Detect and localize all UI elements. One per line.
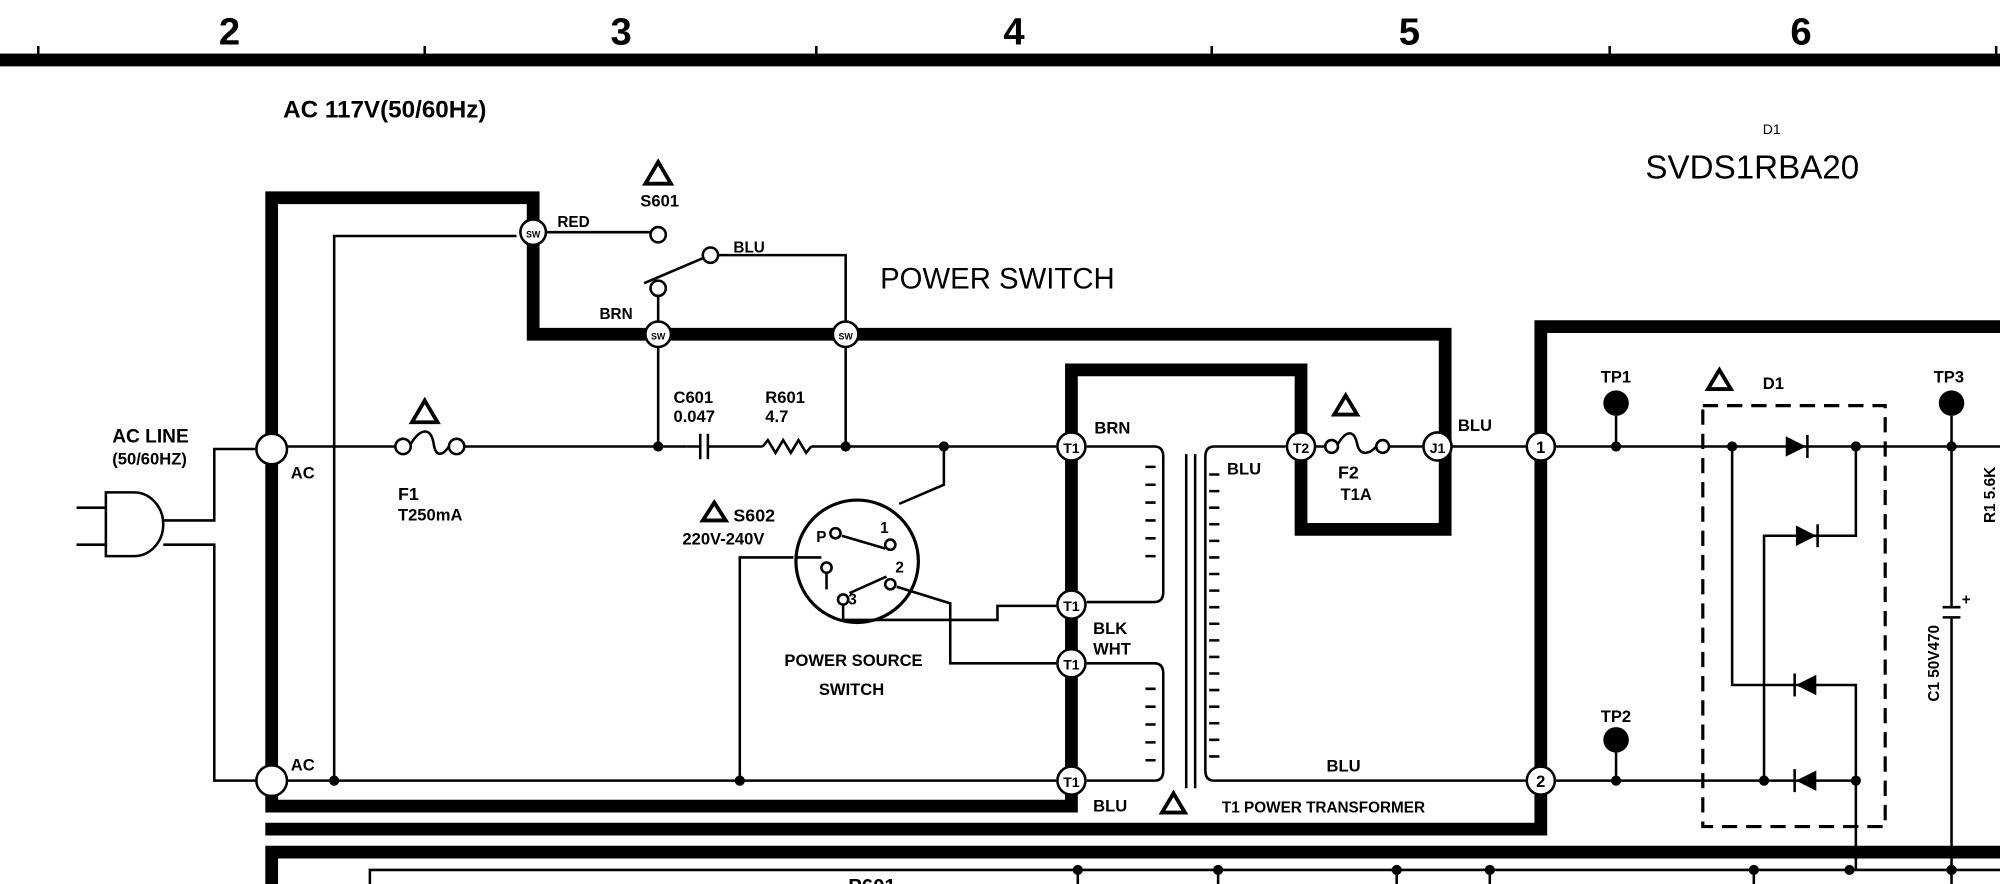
sw-node-label: SW <box>526 229 541 239</box>
s602-title-1: POWER SOURCE <box>784 651 922 670</box>
f1-value: T250mA <box>398 505 463 524</box>
ac-line-freq: (50/60HZ) <box>112 449 187 468</box>
transformer-terminals: T1 T1 T1 T1 <box>1056 431 1087 796</box>
column-3: 3 <box>611 11 632 54</box>
s601-brn-label: BRN <box>599 306 632 323</box>
d1-ref-label: D1 <box>1763 121 1781 137</box>
brn-label: BRN <box>1094 419 1130 438</box>
r601-ref: R601 <box>765 388 805 407</box>
svg-text:T1: T1 <box>1063 657 1080 673</box>
s602-range: 220V-240V <box>682 530 764 549</box>
f2-ref: F2 <box>1338 462 1359 482</box>
r1-label: R1 5.6K <box>1982 467 1999 523</box>
sw-node-label: SW <box>651 331 666 341</box>
fuse-f2-icon <box>1315 432 1424 455</box>
ac-node-top <box>255 432 289 466</box>
sw-node <box>644 320 673 349</box>
column-2: 2 <box>219 11 240 54</box>
column-6: 6 <box>1790 11 1811 54</box>
ac-plug-icon <box>76 491 165 558</box>
connector-pin-2-label: 2 <box>1536 772 1545 791</box>
warning-triangle-icon <box>699 499 730 523</box>
ac-node-bottom <box>255 764 289 798</box>
capacitor-c1-icon <box>1942 605 1961 619</box>
warning-triangle-icon <box>408 396 441 425</box>
svg-text:T1: T1 <box>1063 440 1080 456</box>
shield-trace-bottom <box>265 845 2000 884</box>
resistor-r601-icon <box>761 437 813 456</box>
ac-node-top-label: AC <box>291 463 315 482</box>
test-point-tp1[interactable] <box>1603 390 1629 452</box>
grid-ruler: 2 3 4 5 6 <box>0 11 2000 67</box>
bridge-rectifier-icon <box>1727 434 1861 870</box>
t2-label: T2 <box>1293 440 1310 456</box>
wht-label: WHT <box>1093 639 1131 658</box>
sw-node-label: SW <box>838 331 853 341</box>
p601-label: P601 <box>848 876 896 884</box>
blu-primary-label: BLU <box>1093 796 1127 815</box>
c601-value: 0.047 <box>673 407 715 426</box>
shield-trace-secondary <box>265 320 2000 836</box>
capacitor-c601-icon <box>698 433 710 460</box>
contact-1: 1 <box>880 520 889 537</box>
warning-triangle-icon <box>1330 391 1361 417</box>
s601-blu-label: BLU <box>733 240 764 257</box>
shield-trace-primary <box>265 191 1452 813</box>
s602-title-2: SWITCH <box>819 680 884 699</box>
contact-2: 2 <box>895 560 904 577</box>
fuse-f1-icon <box>394 430 466 456</box>
transformer-title: T1 POWER TRANSFORMER <box>1222 800 1425 817</box>
s601-ref: S601 <box>640 192 679 211</box>
c601-ref: C601 <box>673 388 713 407</box>
d1-part-number: SVDS1RBA20 <box>1645 150 1859 187</box>
column-4: 4 <box>1003 11 1025 54</box>
warning-triangle-icon <box>642 158 675 186</box>
f2-value: T1A <box>1341 485 1372 504</box>
contact-p: P <box>816 529 826 546</box>
svg-text:T1: T1 <box>1063 598 1080 614</box>
j1-label: J1 <box>1430 440 1446 456</box>
f2-blu-label: BLU <box>1458 416 1492 435</box>
contact-3: 3 <box>848 592 857 609</box>
sw-node <box>831 320 860 349</box>
f1-ref: F1 <box>398 484 419 504</box>
tp3-label: TP3 <box>1934 368 1964 387</box>
blk-label: BLK <box>1093 619 1127 638</box>
test-point-tp2[interactable] <box>1603 727 1629 786</box>
test-point-tp3[interactable] <box>1938 390 1965 452</box>
svg-text:T1: T1 <box>1063 774 1080 790</box>
s601-red-label: RED <box>557 214 589 231</box>
column-5: 5 <box>1399 11 1420 54</box>
blu-secondary-top-label: BLU <box>1227 460 1261 479</box>
tp1-label: TP1 <box>1601 368 1631 387</box>
power-source-switch-icon[interactable]: P 1 2 3 <box>794 498 920 625</box>
blu-secondary-bottom-label: BLU <box>1327 757 1361 776</box>
warning-triangle-icon <box>1704 366 1735 391</box>
warning-triangle-icon <box>1158 789 1189 815</box>
supply-label: AC 117V(50/60Hz) <box>283 96 486 123</box>
power-transformer-icon <box>1086 445 1526 789</box>
s602-ref: S602 <box>733 506 775 526</box>
bridge-rectifier-outline <box>1701 404 1887 829</box>
r601-value: 4.7 <box>765 407 788 426</box>
d1-label: D1 <box>1763 374 1784 393</box>
ac-node-bottom-label: AC <box>291 755 315 774</box>
power-switch-title: POWER SWITCH <box>880 262 1115 295</box>
bottom-bus <box>368 868 2000 884</box>
c1-label: C1 50V470 <box>1926 625 1943 702</box>
connector-pin-1-label: 1 <box>1536 438 1545 457</box>
ac-line-label: AC LINE <box>112 427 189 448</box>
c1-plus: + <box>1962 592 1971 609</box>
tp2-label: TP2 <box>1601 707 1631 726</box>
